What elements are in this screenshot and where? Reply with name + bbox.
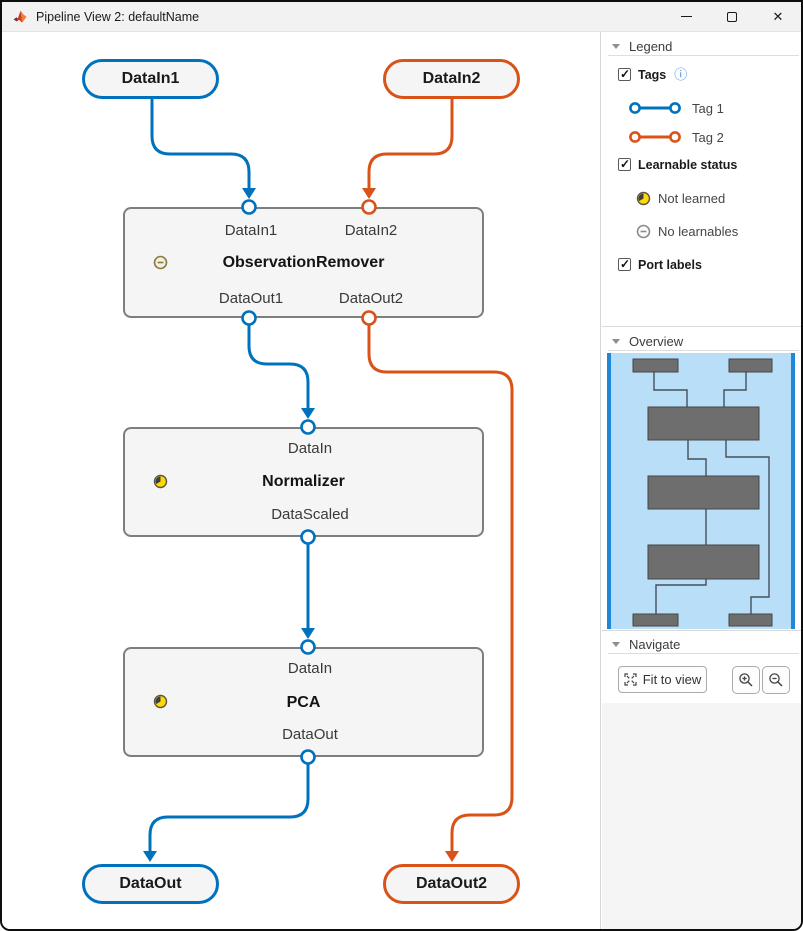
rule	[608, 350, 799, 351]
minimap-viewport-right-edge[interactable]	[791, 353, 795, 629]
block-title: PCA	[286, 694, 321, 711]
no-learnables-icon	[636, 224, 651, 239]
port-label-datain2: DataIn2	[344, 222, 398, 239]
pipeline-canvas[interactable]: DataIn1 DataIn2 DataOut DataOut2 DataIn1…	[2, 32, 601, 929]
port-labels-label: Port labels	[638, 257, 702, 272]
collapse-arrow-icon	[612, 44, 620, 49]
block-title: Normalizer	[262, 473, 345, 490]
arrowhead	[301, 408, 315, 419]
fit-to-view-label: Fit to view	[642, 672, 702, 687]
overview-section-header[interactable]: Overview	[602, 333, 801, 350]
maximize-icon	[727, 11, 737, 22]
collapse-arrow-icon	[612, 642, 620, 647]
sidebar-filler	[602, 703, 801, 929]
arrowhead	[143, 851, 157, 862]
edge-datain1-to-observationremover[interactable]	[150, 99, 251, 190]
port-label-datain: DataIn	[287, 660, 333, 677]
tags-label: Tags	[638, 67, 667, 82]
learnable-status-row: Learnable status	[602, 156, 801, 173]
learnable-status-checkbox[interactable]	[618, 157, 631, 171]
overview-minimap[interactable]	[607, 353, 795, 629]
tag2-line-icon	[629, 131, 681, 143]
edge-dataout1-to-normalizer[interactable]	[247, 318, 310, 410]
tag1-label: Tag 1	[692, 100, 724, 116]
no-learnables-label: No learnables	[658, 223, 739, 239]
not-learned-row: Not learned	[602, 190, 801, 206]
rule	[608, 653, 799, 654]
not-learned-icon	[153, 474, 168, 489]
navigate-section-header[interactable]: Navigate	[602, 636, 801, 653]
window-controls: ✕	[663, 2, 801, 31]
port-label-dataout: DataOut	[282, 726, 338, 743]
arrowhead	[362, 188, 376, 199]
node-label: DataIn1	[121, 70, 180, 87]
tag2-row: Tag 2	[602, 129, 801, 145]
zoom-in-icon	[739, 673, 753, 687]
arrowhead	[445, 851, 459, 862]
fit-to-view-icon	[624, 673, 637, 686]
learnable-status-label: Learnable status	[638, 157, 738, 172]
port-label-datain1: DataIn1	[224, 222, 278, 239]
section-title: Legend	[629, 39, 673, 54]
info-icon[interactable]: ⓘ	[674, 67, 688, 82]
minimize-icon	[680, 15, 692, 18]
node-dataout[interactable]: DataOut	[82, 864, 219, 904]
port-label-datain: DataIn	[287, 440, 333, 457]
no-learnables-row: No learnables	[602, 223, 801, 239]
node-pca[interactable]: DataIn PCA DataOut	[123, 647, 484, 757]
arrowhead	[301, 628, 315, 639]
minimap-edges	[653, 372, 770, 614]
properties-sidebar: Legend Tags ⓘ Tag 1 Tag 2	[602, 32, 801, 929]
close-button[interactable]: ✕	[755, 2, 801, 31]
legend-section-header[interactable]: Legend	[602, 38, 801, 55]
node-datain1[interactable]: DataIn1	[82, 59, 219, 99]
title-bar[interactable]: Pipeline View 2: defaultName ✕	[2, 2, 801, 32]
minimize-button[interactable]	[663, 2, 709, 31]
block-title: ObservationRemover	[222, 254, 385, 271]
tag1-line-icon	[629, 102, 681, 114]
node-label: DataOut	[119, 875, 182, 892]
collapse-arrow-icon	[612, 339, 620, 344]
tag2-label: Tag 2	[692, 129, 724, 145]
tag1-row: Tag 1	[602, 100, 801, 116]
tags-row: Tags ⓘ	[602, 66, 801, 83]
port-label-dataout1: DataOut1	[218, 290, 284, 307]
divider	[602, 630, 801, 631]
edge-pcaout-to-dataout[interactable]	[148, 757, 310, 852]
arrowhead	[242, 188, 256, 199]
minimap-viewport-left-edge[interactable]	[607, 353, 611, 629]
maximize-button[interactable]	[709, 2, 755, 31]
node-label: DataIn2	[422, 70, 481, 87]
node-normalizer[interactable]: DataIn Normalizer DataScaled	[123, 427, 484, 537]
edge-datain2-to-observationremover[interactable]	[367, 99, 454, 190]
node-label: DataOut2	[415, 875, 488, 892]
section-title: Navigate	[629, 637, 681, 652]
port-labels-checkbox[interactable]	[618, 257, 631, 271]
node-dataout2[interactable]: DataOut2	[383, 864, 520, 904]
port-label-datascaled: DataScaled	[271, 506, 349, 523]
not-learned-label: Not learned	[658, 190, 726, 206]
zoom-out-button[interactable]	[762, 666, 790, 694]
matlab-logo-icon	[13, 10, 27, 23]
node-datain2[interactable]: DataIn2	[383, 59, 520, 99]
close-icon: ✕	[772, 9, 784, 24]
window-title: Pipeline View 2: defaultName	[36, 9, 200, 24]
zoom-out-icon	[769, 673, 783, 687]
zoom-in-button[interactable]	[732, 666, 760, 694]
not-learned-icon	[636, 191, 651, 206]
fit-to-view-button[interactable]: Fit to view	[618, 666, 707, 693]
rule	[608, 55, 799, 56]
no-learnables-icon	[153, 255, 168, 270]
minimap-blocks	[632, 358, 773, 627]
port-labels-row: Port labels	[602, 256, 801, 273]
port-label-dataout2: DataOut2	[338, 290, 404, 307]
tags-checkbox[interactable]	[618, 67, 631, 81]
divider	[602, 326, 801, 327]
section-title: Overview	[629, 334, 684, 349]
node-observation-remover[interactable]: DataIn1 DataIn2 ObservationRemover DataO…	[123, 207, 484, 318]
not-learned-icon	[153, 694, 168, 709]
edge-dataout2-to-dataout2[interactable]	[367, 318, 514, 852]
